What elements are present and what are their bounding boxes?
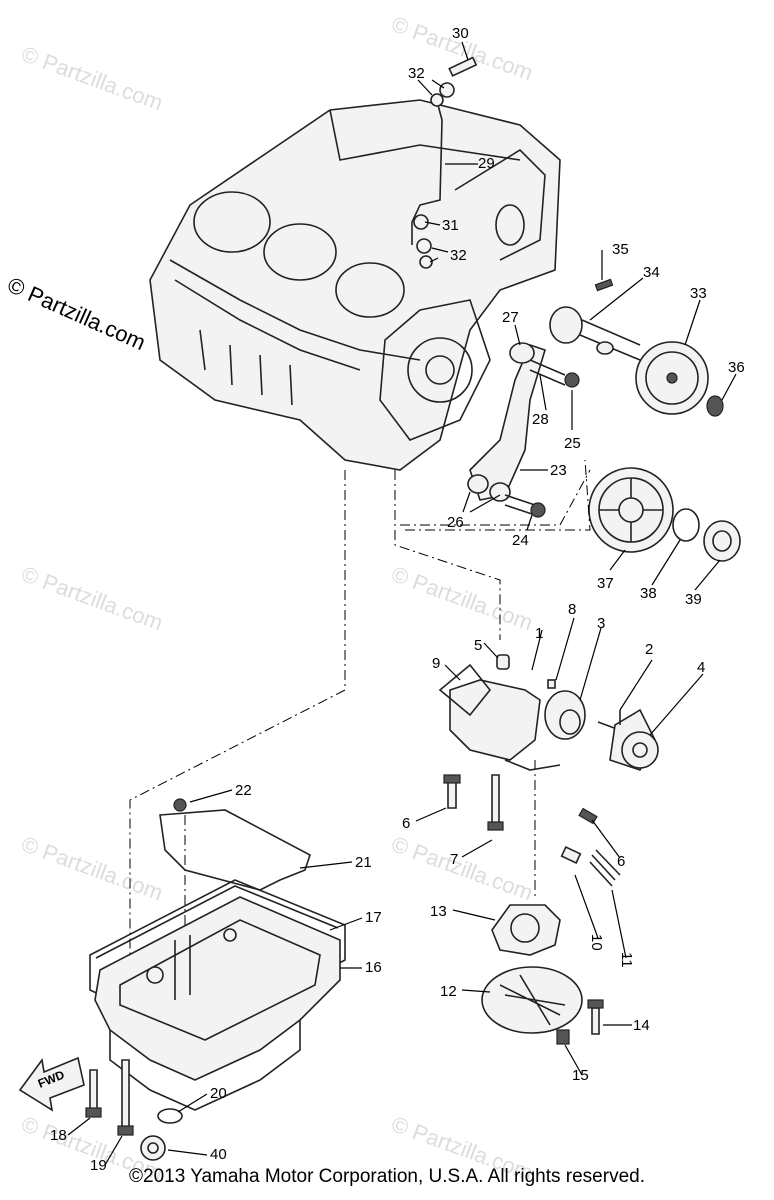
callout-8: 8 [568,601,576,618]
callout-38: 38 [640,585,657,602]
oil-pan [89,879,346,1111]
callout-5: 5 [474,637,482,654]
callout-9: 9 [432,655,440,672]
oil-delivery-pipe [411,56,478,269]
callout-10: 10 [588,934,605,951]
callout-11: 11 [618,952,635,968]
callout-28: 28 [532,411,549,428]
callout-31: 31 [442,217,459,234]
callout-6b: 6 [617,853,625,870]
callout-27: 27 [502,309,519,326]
oil-strainer-assembly [481,846,621,1045]
callout-6a: 6 [402,815,410,832]
callout-14: 14 [633,1017,650,1034]
callout-25: 25 [564,435,581,452]
callout-30: 30 [452,25,469,42]
callout-12: 12 [440,983,457,1000]
callout-36: 36 [728,359,745,376]
callout-3: 3 [597,615,605,632]
callout-21: 21 [355,854,372,871]
callout-22: 22 [235,782,252,799]
forward-arrow: FWD [18,1056,85,1112]
callout-19: 19 [90,1157,107,1174]
callout-24: 24 [512,532,529,549]
callout-34: 34 [643,264,660,281]
callout-16: 16 [365,959,382,976]
callout-23: 23 [550,462,567,479]
callout-35: 35 [612,241,629,258]
bolts [443,774,598,831]
leader-lines [67,41,737,1166]
watermark: © Partzilla.com [388,831,536,905]
watermark: © Partzilla.com [18,831,166,905]
copyright-notice: ©2013 Yamaha Motor Corporation, U.S.A. A… [129,1166,645,1187]
callout-1: 1 [535,625,543,642]
callout-26: 26 [447,514,464,531]
callout-18: 18 [50,1127,67,1144]
drain-hardware [85,1059,183,1161]
callout-39: 39 [685,591,702,608]
watermark: © Partzilla.com [18,41,166,115]
callout-7: 7 [450,851,458,868]
callout-labels: 30 32 29 31 32 35 34 33 36 27 28 25 23 2… [50,25,745,1174]
callout-20: 20 [210,1085,227,1102]
callout-17: 17 [365,909,382,926]
engine-crankcase [149,99,561,471]
baffle-plate [159,798,311,891]
callout-40: 40 [210,1146,227,1163]
callout-13: 13 [430,903,447,920]
callout-32a: 32 [408,65,425,82]
callout-37: 37 [597,575,614,592]
watermark: © Partzilla.com [388,561,536,635]
callout-2: 2 [645,641,653,658]
pump-bracket [467,342,580,518]
callout-33: 33 [690,285,707,302]
callout-29: 29 [478,155,495,172]
watermark: © Partzilla.com [18,561,166,635]
oil-pump [438,654,586,771]
callout-15: 15 [572,1067,589,1084]
callout-32b: 32 [450,247,467,264]
pump-drive-assembly [549,278,724,417]
callout-4: 4 [697,659,705,676]
drive-sprocket [588,467,741,562]
pump-gear [597,708,659,771]
